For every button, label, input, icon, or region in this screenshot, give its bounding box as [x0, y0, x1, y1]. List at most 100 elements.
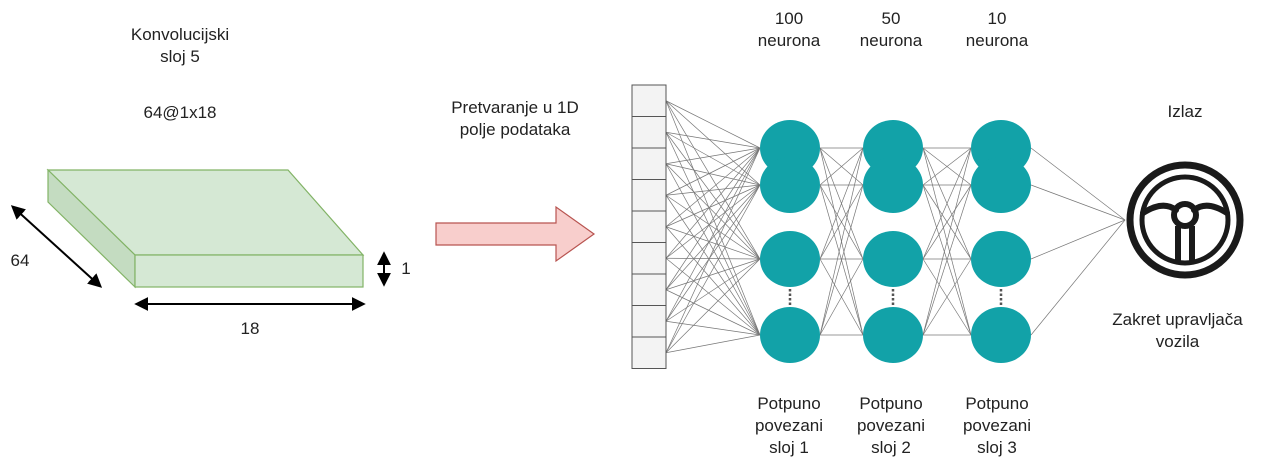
connection-line [665, 258, 761, 291]
flatten-label-line1: Pretvaranje u 1D [451, 98, 579, 117]
connection-line [665, 184, 761, 353]
depth-dimension-arrow [10, 205, 103, 288]
layer1-caption-line2: povezani [754, 416, 824, 435]
connection-line [665, 163, 761, 336]
connection-line [1030, 184, 1126, 221]
flattened-cell [631, 147, 667, 180]
layer1-caption-line1: Potpuno [757, 394, 821, 413]
connection-line [1030, 219, 1126, 336]
neuron-layers [760, 120, 1031, 363]
flattened-cell [631, 273, 667, 306]
connection-line [665, 226, 761, 260]
conv-layer-title: Konvolucijski sloj 5 [105, 24, 255, 68]
connection-line [922, 147, 972, 260]
connection-line [665, 100, 761, 186]
flatten-arrow [435, 205, 596, 263]
neuron [971, 231, 1031, 287]
connection-line [665, 195, 761, 336]
connection-line [665, 184, 761, 228]
neuron [760, 231, 820, 287]
connection-line [665, 147, 761, 165]
layer3-unit: neurona [965, 31, 1029, 50]
connection-line [665, 100, 761, 149]
conv-layer-shape: 64@1x18 [143, 103, 217, 122]
neuron [760, 157, 820, 213]
flattened-cell [631, 336, 667, 369]
connection-line [922, 184, 972, 336]
depth-label: 64 [10, 251, 30, 270]
neuron [760, 307, 820, 363]
connection-line [665, 184, 761, 259]
connection-line [665, 184, 761, 322]
layer1-unit: neurona [757, 31, 821, 50]
connections [665, 100, 1126, 354]
steering-wheel-icon [1126, 161, 1244, 279]
flattened-cell [631, 116, 667, 149]
conv-layer-title-line2: sloj 5 [160, 47, 200, 66]
flattened-cell [631, 179, 667, 212]
connection-line [922, 184, 972, 260]
connection-line [1030, 219, 1126, 260]
output-caption: Zakret upravljača vozila [1090, 309, 1265, 353]
connection-line [665, 194, 761, 260]
layer1-count: 100 [774, 9, 804, 28]
connection-line [665, 132, 761, 260]
flattened-cell [631, 242, 667, 275]
conv-layer-title-line1: Konvolucijski [130, 25, 230, 44]
flatten-label-line2: polje podataka [459, 120, 571, 139]
layer3-header: 10 neurona [952, 8, 1042, 52]
flattened-vector [631, 84, 667, 369]
layer2-caption-line1: Potpuno [859, 394, 923, 413]
connection-line [665, 147, 761, 259]
connection-line [665, 100, 761, 260]
layer2-header: 50 neurona [846, 8, 936, 52]
connection-line [665, 184, 761, 290]
neuron [863, 307, 923, 363]
width-label: 18 [240, 319, 260, 338]
connection-line [665, 320, 761, 336]
connection-line [665, 100, 761, 336]
connection-line [922, 258, 972, 336]
height-label: 1 [401, 259, 411, 278]
connection-line [665, 289, 761, 336]
connection-line [819, 184, 864, 260]
connection-line [1030, 147, 1126, 221]
layer2-caption-line2: povezani [856, 416, 926, 435]
connection-line [665, 132, 761, 336]
neuron [863, 157, 923, 213]
connection-line [665, 257, 761, 260]
layer2-unit: neurona [859, 31, 923, 50]
layer3-caption: Potpuno povezani sloj 3 [952, 393, 1042, 459]
connection-line [665, 147, 761, 353]
layer1-caption-line3: sloj 1 [769, 438, 809, 457]
connection-line [819, 184, 864, 336]
layer3-caption-line2: povezani [962, 416, 1032, 435]
neuron [971, 157, 1031, 213]
layer3-caption-line3: sloj 3 [977, 438, 1017, 457]
layer3-count: 10 [987, 9, 1007, 28]
layer1-caption: Potpuno povezani sloj 1 [744, 393, 834, 459]
layer1-header: 100 neurona [744, 8, 834, 52]
output-caption-line2: vozila [1155, 332, 1200, 351]
neuron [971, 307, 1031, 363]
layer2-caption: Potpuno povezani sloj 2 [846, 393, 936, 459]
connection-line [819, 258, 864, 336]
connection-line [665, 334, 761, 354]
block-front-face [134, 254, 364, 288]
connection-line [665, 258, 761, 353]
neuron [863, 231, 923, 287]
connection-line [665, 131, 761, 149]
connection-line [665, 147, 761, 290]
connection-line [665, 163, 761, 260]
connection-line [922, 147, 972, 186]
layer2-count: 50 [881, 9, 901, 28]
connection-line [665, 147, 761, 196]
connection-line [665, 257, 761, 336]
layer2-caption-line3: sloj 2 [871, 438, 911, 457]
flatten-label: Pretvaranje u 1D polje podataka [420, 97, 610, 141]
layer3-caption-line1: Potpuno [965, 394, 1029, 413]
connection-line [665, 147, 761, 228]
flattened-cell [631, 210, 667, 243]
connection-line [665, 184, 761, 196]
